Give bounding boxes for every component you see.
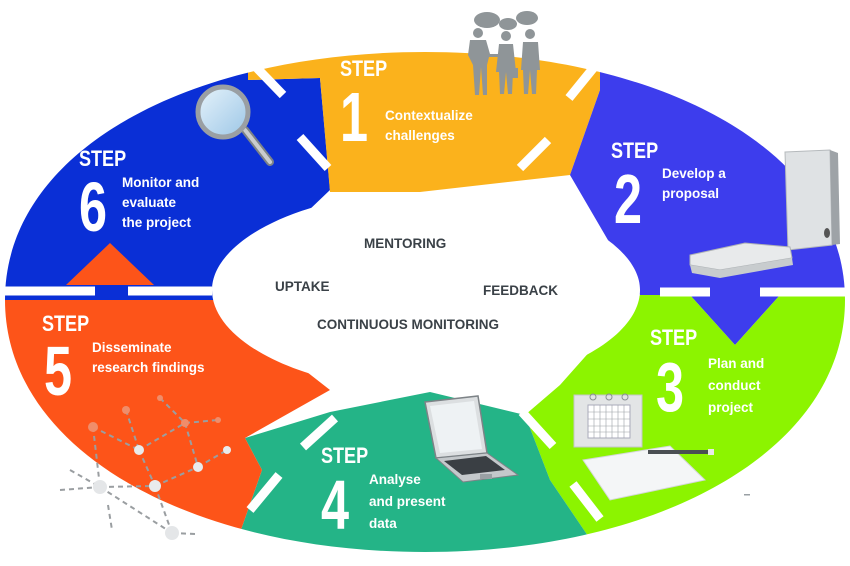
step-3-line-1: Plan and xyxy=(708,356,765,371)
step-4-line-2: and present xyxy=(369,494,446,509)
center-label-mentoring: MENTORING xyxy=(364,236,447,251)
step-3-label: STEP xyxy=(650,325,698,350)
step-3-line-3: project xyxy=(708,400,754,415)
step-2-line-1: Develop a xyxy=(662,166,726,181)
step-2-line-2: proposal xyxy=(662,186,720,201)
laptop-icon xyxy=(424,395,520,483)
step-4-number: 4 xyxy=(321,466,350,544)
center-label-uptake: UPTAKE xyxy=(275,279,330,294)
step-6-line-2: evaluate xyxy=(122,195,177,210)
people-talking-icon xyxy=(468,11,540,95)
step-6-line-3: the project xyxy=(122,215,192,230)
step-1-line-2: challenges xyxy=(385,128,455,143)
step-1-number: 1 xyxy=(340,78,369,156)
step-2-label: STEP xyxy=(611,138,659,163)
step-6-number: 6 xyxy=(79,168,108,246)
stray-mark xyxy=(744,494,750,496)
network-nodes xyxy=(88,395,231,540)
step-5-line-1: Disseminate xyxy=(92,340,172,355)
segment-separators xyxy=(0,62,845,522)
center-label-feedback: FEEDBACK xyxy=(483,283,559,298)
arrow-step5-to-step6 xyxy=(66,243,154,285)
step-6-label: STEP xyxy=(79,146,127,171)
binders-icon xyxy=(689,149,840,278)
step-4-line-3: data xyxy=(369,516,397,531)
center-label-continuous-monitoring: CONTINUOUS MONITORING xyxy=(317,317,499,332)
step-5-line-2: research findings xyxy=(92,360,205,375)
step-1-line-1: Contextualize xyxy=(385,108,473,123)
step-4-line-1: Analyse xyxy=(369,472,421,487)
step-1-label: STEP xyxy=(340,56,388,81)
step-2-number: 2 xyxy=(614,160,643,238)
step-3-number: 3 xyxy=(656,348,685,426)
magnifying-glass-icon xyxy=(195,84,274,166)
step-4-label: STEP xyxy=(321,443,369,468)
step-5-label: STEP xyxy=(42,311,90,336)
calendar-notebook-icon xyxy=(573,393,714,501)
step-5-number: 5 xyxy=(44,332,73,410)
step-3-line-2: conduct xyxy=(708,378,761,393)
step-6-line-1: Monitor and xyxy=(122,175,200,190)
